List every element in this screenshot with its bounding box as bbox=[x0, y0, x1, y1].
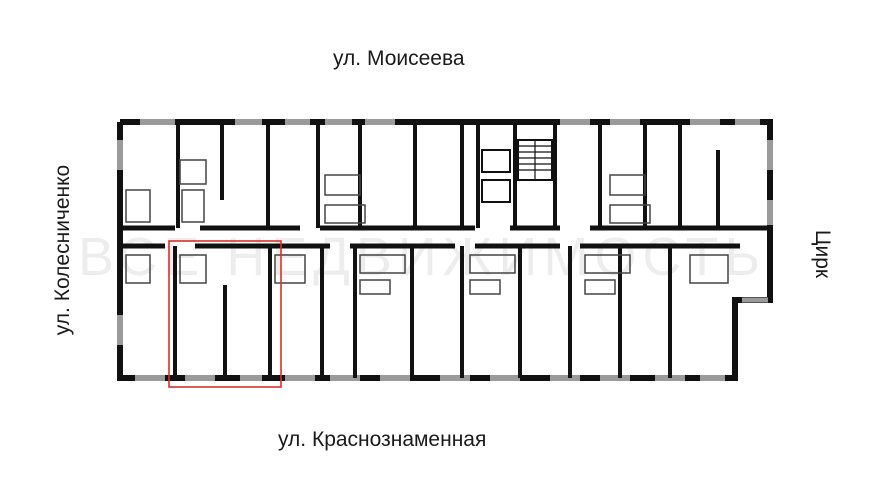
watermark: ВСЕ НЕДВИЖИМОСТЬ bbox=[78, 227, 766, 287]
windows bbox=[117, 119, 773, 381]
corridor-walls bbox=[120, 225, 770, 249]
street-label-top: ул. Моисеева bbox=[333, 47, 465, 70]
street-label-bottom: ул. Краснознаменная bbox=[278, 428, 487, 451]
selected-apartment bbox=[168, 240, 282, 388]
south-partitions bbox=[173, 246, 672, 378]
elevator-shafts bbox=[481, 149, 511, 203]
street-label-right: Цирк bbox=[811, 229, 834, 279]
staircase bbox=[517, 139, 553, 181]
outer-walls bbox=[117, 119, 773, 381]
street-label-left: ул. Колесниченко bbox=[51, 164, 74, 336]
bathroom-fixtures bbox=[125, 159, 729, 295]
